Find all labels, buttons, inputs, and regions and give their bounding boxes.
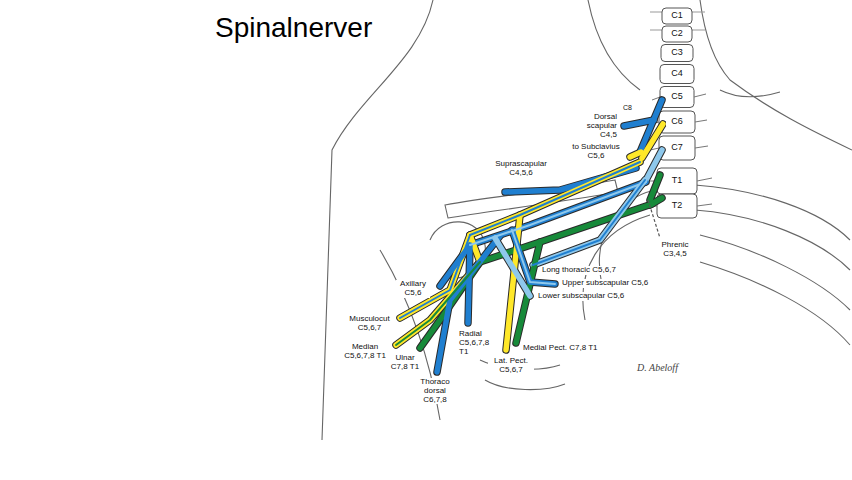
vertebra-label: C4 xyxy=(666,69,688,79)
nerve-label: Lat. Pect. C5,6,7 xyxy=(488,357,534,375)
nerve-label: Dorsal scapular C4,5 xyxy=(576,113,618,139)
nerve-label: Musculocut C5,6,7 xyxy=(346,315,393,333)
nerve-label: Long thoracic C5,6,7 xyxy=(541,266,617,275)
artist-signature: D. Abeloff xyxy=(636,362,679,373)
root-label: C8 xyxy=(622,104,633,112)
vertebra-label: C3 xyxy=(666,48,688,58)
vertebra-label: C6 xyxy=(666,117,688,127)
nerve-label: Median C5,6,7,8 T1 xyxy=(338,343,392,361)
vertebra-label: C7 xyxy=(666,143,688,153)
vertebra-label: C2 xyxy=(666,29,688,39)
nerve-label: Medial Pect. C7,8 T1 xyxy=(522,344,599,353)
vertebra-label: C5 xyxy=(666,92,688,102)
nerve-label: Lower subscapular C5,6 xyxy=(537,292,625,301)
nerve-label: Suprascapular C4,5,6 xyxy=(492,160,550,178)
nerve-label: Upper subscapular C5,6 xyxy=(561,279,649,288)
vertebra-label: C1 xyxy=(666,11,688,21)
vertebra-label: T1 xyxy=(666,176,688,186)
vertebra-label: T2 xyxy=(666,201,688,211)
nerve-label: Phrenic C3,4,5 xyxy=(655,241,695,259)
nerve-label: Thoraco dorsal C6,7,8 xyxy=(416,378,454,404)
slide-title: Spinalnerver xyxy=(215,12,372,44)
nerve-label: to Subclavius C5,6 xyxy=(568,143,624,161)
nerve-label: Axillary C5,6 xyxy=(396,280,430,298)
nerve-label: Ulnar C7,8 T1 xyxy=(386,354,424,372)
nerve-label: Radial C5,6,7,8 T1 xyxy=(458,330,498,356)
